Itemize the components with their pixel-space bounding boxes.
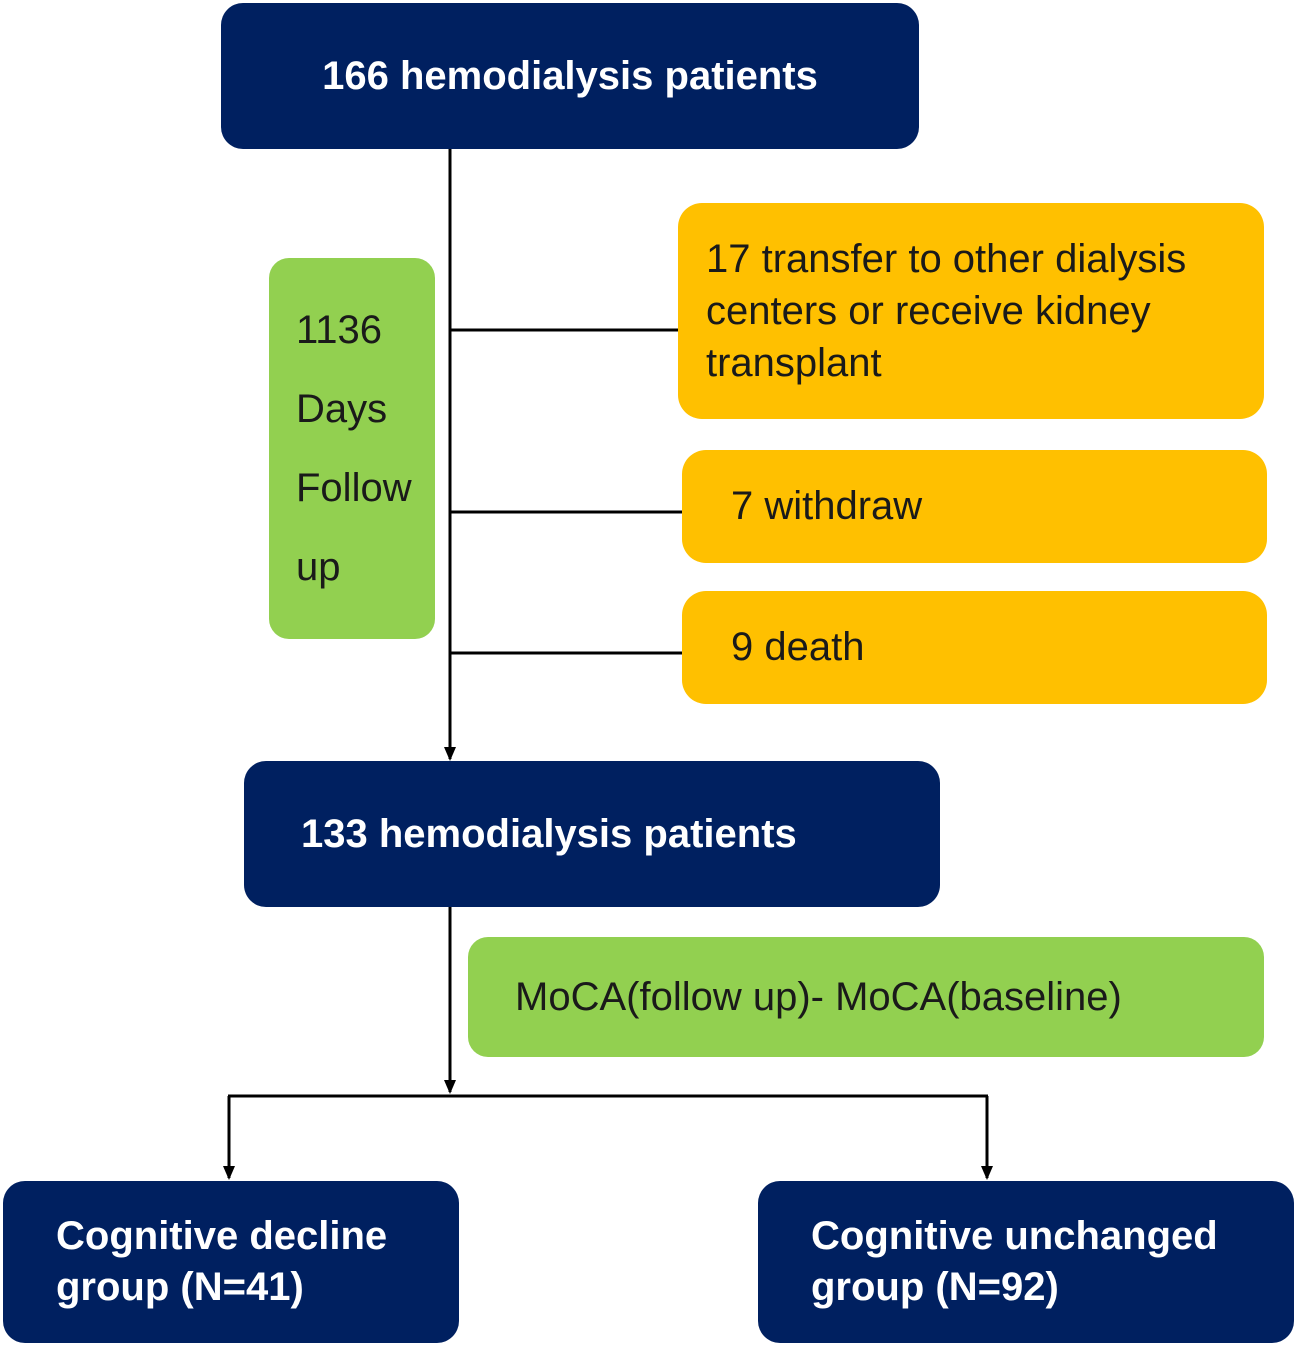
node-start-label: 166 hemodialysis patients (322, 53, 818, 98)
node-unchanged-group-label: Cognitive unchanged group (N=92) (811, 1211, 1218, 1313)
node-followup-label: 1136 Days Follow up (296, 291, 412, 607)
unchanged-line: Cognitive unchanged (811, 1214, 1218, 1258)
transfer-line: transplant (706, 341, 882, 385)
followup-line: Days (296, 386, 388, 431)
unchanged-line: group (N=92) (811, 1265, 1059, 1309)
node-start-patients: 166 hemodialysis patients (221, 3, 919, 149)
followup-line: 1136 (296, 307, 383, 352)
decline-line: group (N=41) (56, 1265, 304, 1309)
decline-line: Cognitive decline (56, 1214, 388, 1258)
node-exclusion-death: 9 death (682, 591, 1267, 704)
transfer-line: 17 transfer to other dialysis (706, 237, 1187, 281)
node-exclusion-withdraw-label: 7 withdraw (731, 484, 923, 528)
node-grouping-criterion: MoCA(follow up)- MoCA(baseline) (468, 937, 1264, 1057)
arrowhead-split (444, 1080, 456, 1094)
followup-line: up (296, 544, 341, 589)
arrowhead-unchanged (981, 1166, 993, 1180)
arrowhead-remaining (444, 747, 456, 761)
arrowhead-decline (223, 1166, 235, 1180)
node-grouping-criterion-label: MoCA(follow up)- MoCA(baseline) (515, 974, 1122, 1019)
node-remaining-patients: 133 hemodialysis patients (244, 761, 940, 907)
followup-line: Follow (296, 465, 412, 510)
node-unchanged-group: Cognitive unchanged group (N=92) (758, 1181, 1294, 1343)
node-exclusion-death-label: 9 death (731, 625, 865, 669)
node-remaining-label: 133 hemodialysis patients (301, 811, 797, 856)
node-exclusion-transfer-label: 17 transfer to other dialysis centers or… (706, 233, 1186, 389)
node-decline-group-label: Cognitive decline group (N=41) (56, 1211, 387, 1313)
transfer-line: centers or receive kidney (706, 289, 1151, 333)
node-exclusion-transfer: 17 transfer to other dialysis centers or… (678, 203, 1264, 419)
node-decline-group: Cognitive decline group (N=41) (3, 1181, 459, 1343)
node-followup-duration: 1136 Days Follow up (269, 258, 435, 639)
node-exclusion-withdraw: 7 withdraw (682, 450, 1267, 563)
